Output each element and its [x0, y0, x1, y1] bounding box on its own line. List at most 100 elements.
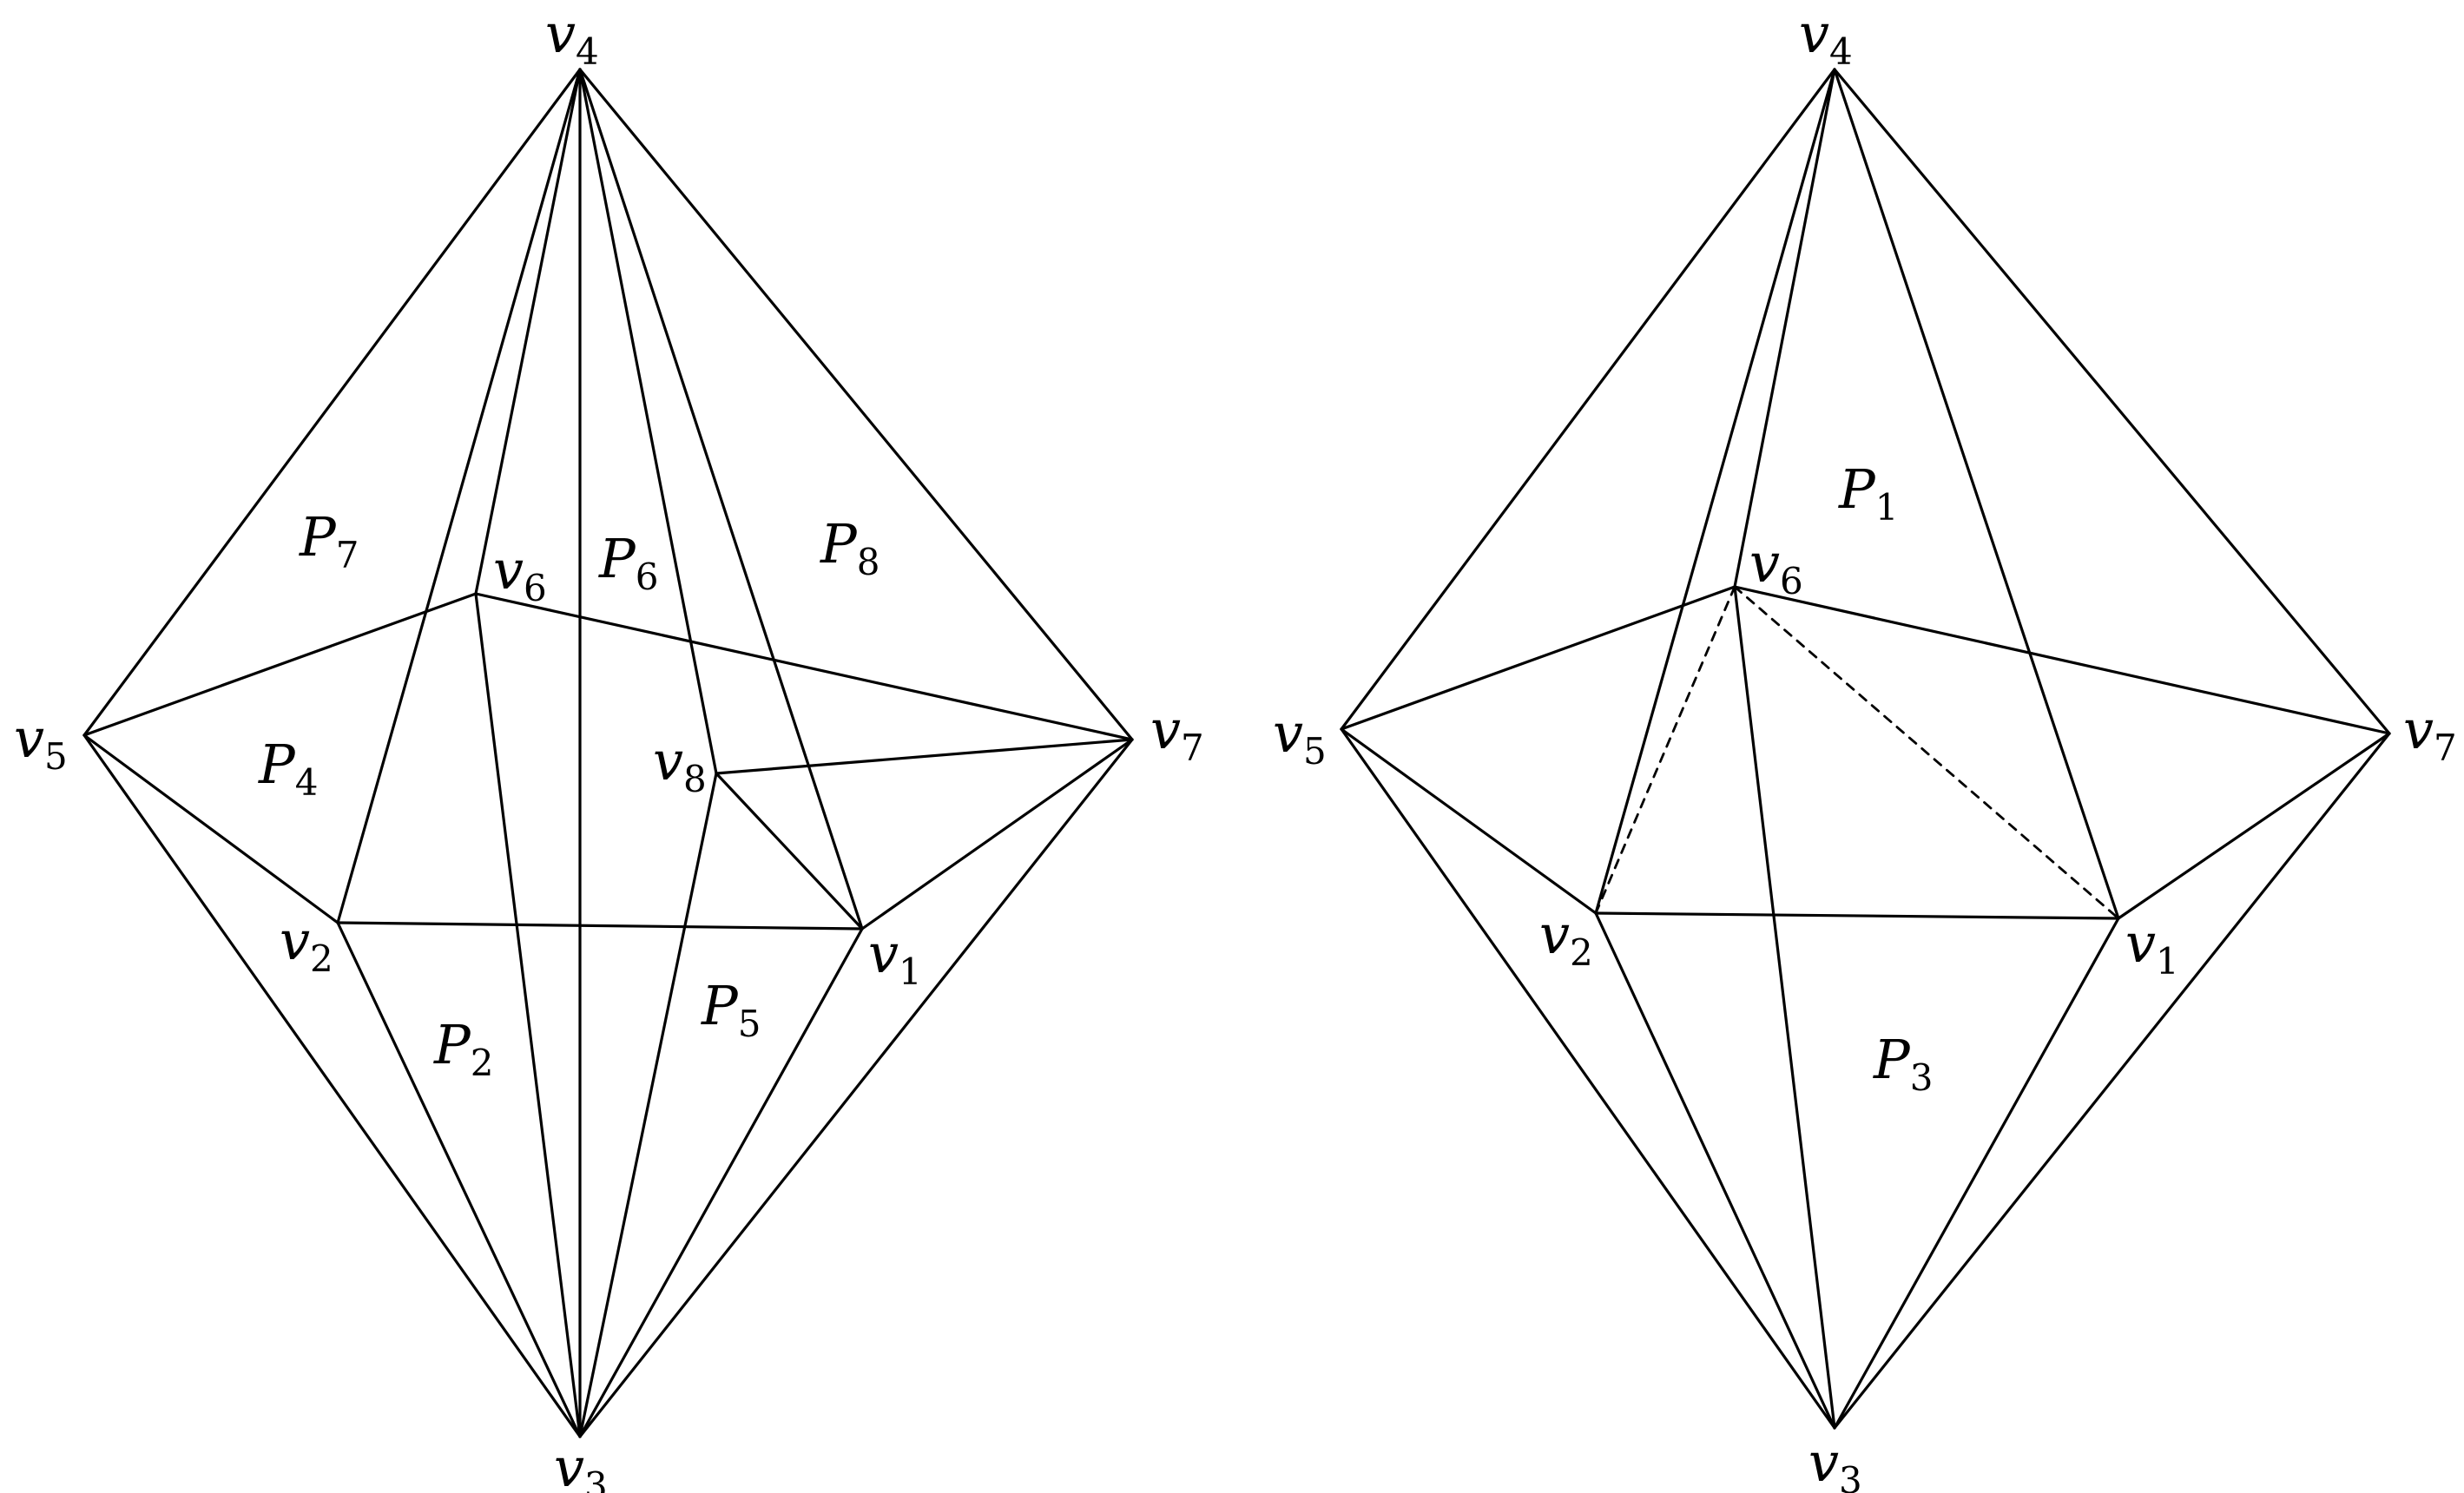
edge-v2-v1 — [336, 921, 864, 931]
vertex-label-v7: v7 — [1150, 698, 1204, 769]
vertex-label-v1-main: v — [868, 922, 899, 985]
region-label-p8-main: P — [820, 512, 858, 575]
edge-v4-v6 — [474, 68, 582, 595]
region-label-p1-subscript: 1 — [1875, 486, 1899, 529]
vertex-label-v7-subscript: 7 — [1181, 727, 1204, 769]
dashed-edge-v6-v2 — [1594, 585, 1736, 915]
vertex-label-v4: v4 — [1799, 2, 1853, 73]
vertex-label-v6: v6 — [1749, 531, 1803, 602]
region-label-p2-main: P — [433, 1013, 471, 1076]
region-label-p6: P6 — [598, 527, 658, 598]
region-label-p6-main: P — [598, 527, 636, 590]
vertex-label-v8: v8 — [653, 729, 707, 800]
vertex-label-v4-main: v — [545, 2, 576, 65]
vertex-label-v1: v1 — [868, 922, 922, 993]
vertex-label-v6-main: v — [1749, 531, 1780, 595]
edge-v8-v1 — [715, 772, 864, 931]
edge-v6-v3 — [1733, 585, 1836, 1430]
edge-v4-v8 — [578, 68, 718, 775]
vertex-label-v3-subscript: 3 — [584, 1464, 608, 1493]
vertex-label-v2-main: v — [1539, 903, 1570, 966]
edge-v2-v3 — [1594, 911, 1836, 1430]
vertex-label-v2-subscript: 2 — [1570, 931, 1593, 974]
edge-v8-v3 — [578, 772, 718, 1438]
vertex-label-v7-main: v — [1150, 698, 1181, 761]
edge-v1-v3 — [578, 927, 864, 1438]
edge-v6-v3 — [474, 592, 582, 1438]
region-label-p7: P7 — [299, 505, 359, 576]
region-label-p5-main: P — [701, 974, 739, 1037]
vertex-label-v4-subscript: 4 — [1829, 30, 1853, 73]
region-label-p1-main: P — [1838, 457, 1876, 521]
vertex-label-v1-main: v — [2125, 911, 2156, 975]
edge-v7-v3 — [578, 738, 1134, 1438]
edge-v4-v5 — [82, 68, 582, 737]
edge-v4-v7 — [578, 68, 1134, 741]
region-label-p5: P5 — [701, 974, 761, 1045]
vertex-label-v4-subscript: 4 — [576, 30, 599, 73]
region-label-p5-subscript: 5 — [738, 1003, 761, 1045]
vertex-label-v5: v5 — [1273, 701, 1327, 773]
vertex-label-v3-main: v — [554, 1436, 584, 1493]
vertex-label-v2-subscript: 2 — [310, 937, 333, 980]
vertex-label-v5-subscript: 5 — [44, 735, 68, 778]
region-label-p4: P4 — [258, 733, 318, 804]
edge-v5-v6 — [82, 592, 478, 737]
vertex-label-v2-main: v — [280, 909, 310, 972]
edge-v4-v1 — [1833, 68, 2120, 920]
region-label-p4-subscript: 4 — [295, 761, 319, 804]
vertex-label-v6-subscript: 6 — [1780, 560, 1803, 602]
vertex-label-v5-main: v — [1273, 701, 1303, 765]
region-label-p7-subscript: 7 — [336, 534, 359, 576]
vertex-label-v6-subscript: 6 — [524, 567, 547, 609]
edge-v4-v6 — [1733, 68, 1836, 589]
dashed-edge-v6-v1 — [1733, 585, 2120, 920]
edge-v1-v3 — [1833, 917, 2120, 1430]
vertex-label-v5-main: v — [14, 707, 44, 770]
edge-v1-v7 — [2117, 732, 2391, 920]
edge-v4-v7 — [1833, 68, 2391, 735]
vertex-label-v4: v4 — [545, 2, 599, 73]
region-label-p1: P1 — [1838, 457, 1898, 529]
region-label-p2-subscript: 2 — [471, 1042, 494, 1084]
vertex-label-v4-main: v — [1799, 2, 1829, 65]
region-label-p8-subscript: 8 — [857, 541, 880, 583]
edge-v4-v2 — [1594, 68, 1836, 915]
vertex-label-v3: v3 — [1808, 1431, 1862, 1493]
region-label-p2: P2 — [433, 1013, 493, 1084]
edge-v5-v3 — [82, 733, 582, 1438]
edge-v8-v7 — [715, 738, 1134, 775]
edge-v2-v3 — [336, 921, 582, 1438]
region-label-p6-subscript: 6 — [636, 556, 659, 598]
vertex-label-v8-main: v — [653, 729, 683, 793]
vertex-label-v5: v5 — [14, 707, 68, 778]
edge-v5-v6 — [1340, 585, 1736, 731]
edge-v4-v1 — [578, 68, 864, 931]
edge-v6-v7 — [474, 592, 1134, 741]
vertex-label-v7: v7 — [2403, 698, 2457, 769]
vertex-label-v6: v6 — [493, 538, 547, 609]
vertex-label-v2: v2 — [1539, 903, 1593, 974]
vertex-label-v3: v3 — [554, 1436, 608, 1493]
region-label-p4-main: P — [258, 733, 296, 796]
region-label-p8: P8 — [820, 512, 880, 583]
vertex-label-v3-subscript: 3 — [1839, 1459, 1862, 1493]
region-label-p7-main: P — [299, 505, 337, 569]
vertex-label-v5-subscript: 5 — [1303, 730, 1327, 773]
vertex-label-v1: v1 — [2125, 911, 2179, 983]
region-label-p3-main: P — [1873, 1028, 1911, 1091]
edge-v1-v7 — [860, 738, 1134, 931]
vertex-label-v7-main: v — [2403, 698, 2434, 761]
edge-v4-v5 — [1340, 68, 1836, 731]
edge-v7-v3 — [1833, 732, 2391, 1430]
edge-v2-v1 — [1594, 911, 2120, 920]
vertex-label-v2: v2 — [280, 909, 333, 980]
edge-v4-v2 — [336, 68, 582, 924]
edge-v6-v7 — [1733, 585, 2391, 735]
vertex-label-v7-subscript: 7 — [2434, 727, 2457, 769]
edge-v5-v3 — [1340, 727, 1836, 1430]
region-label-p3-subscript: 3 — [1910, 1056, 1934, 1099]
